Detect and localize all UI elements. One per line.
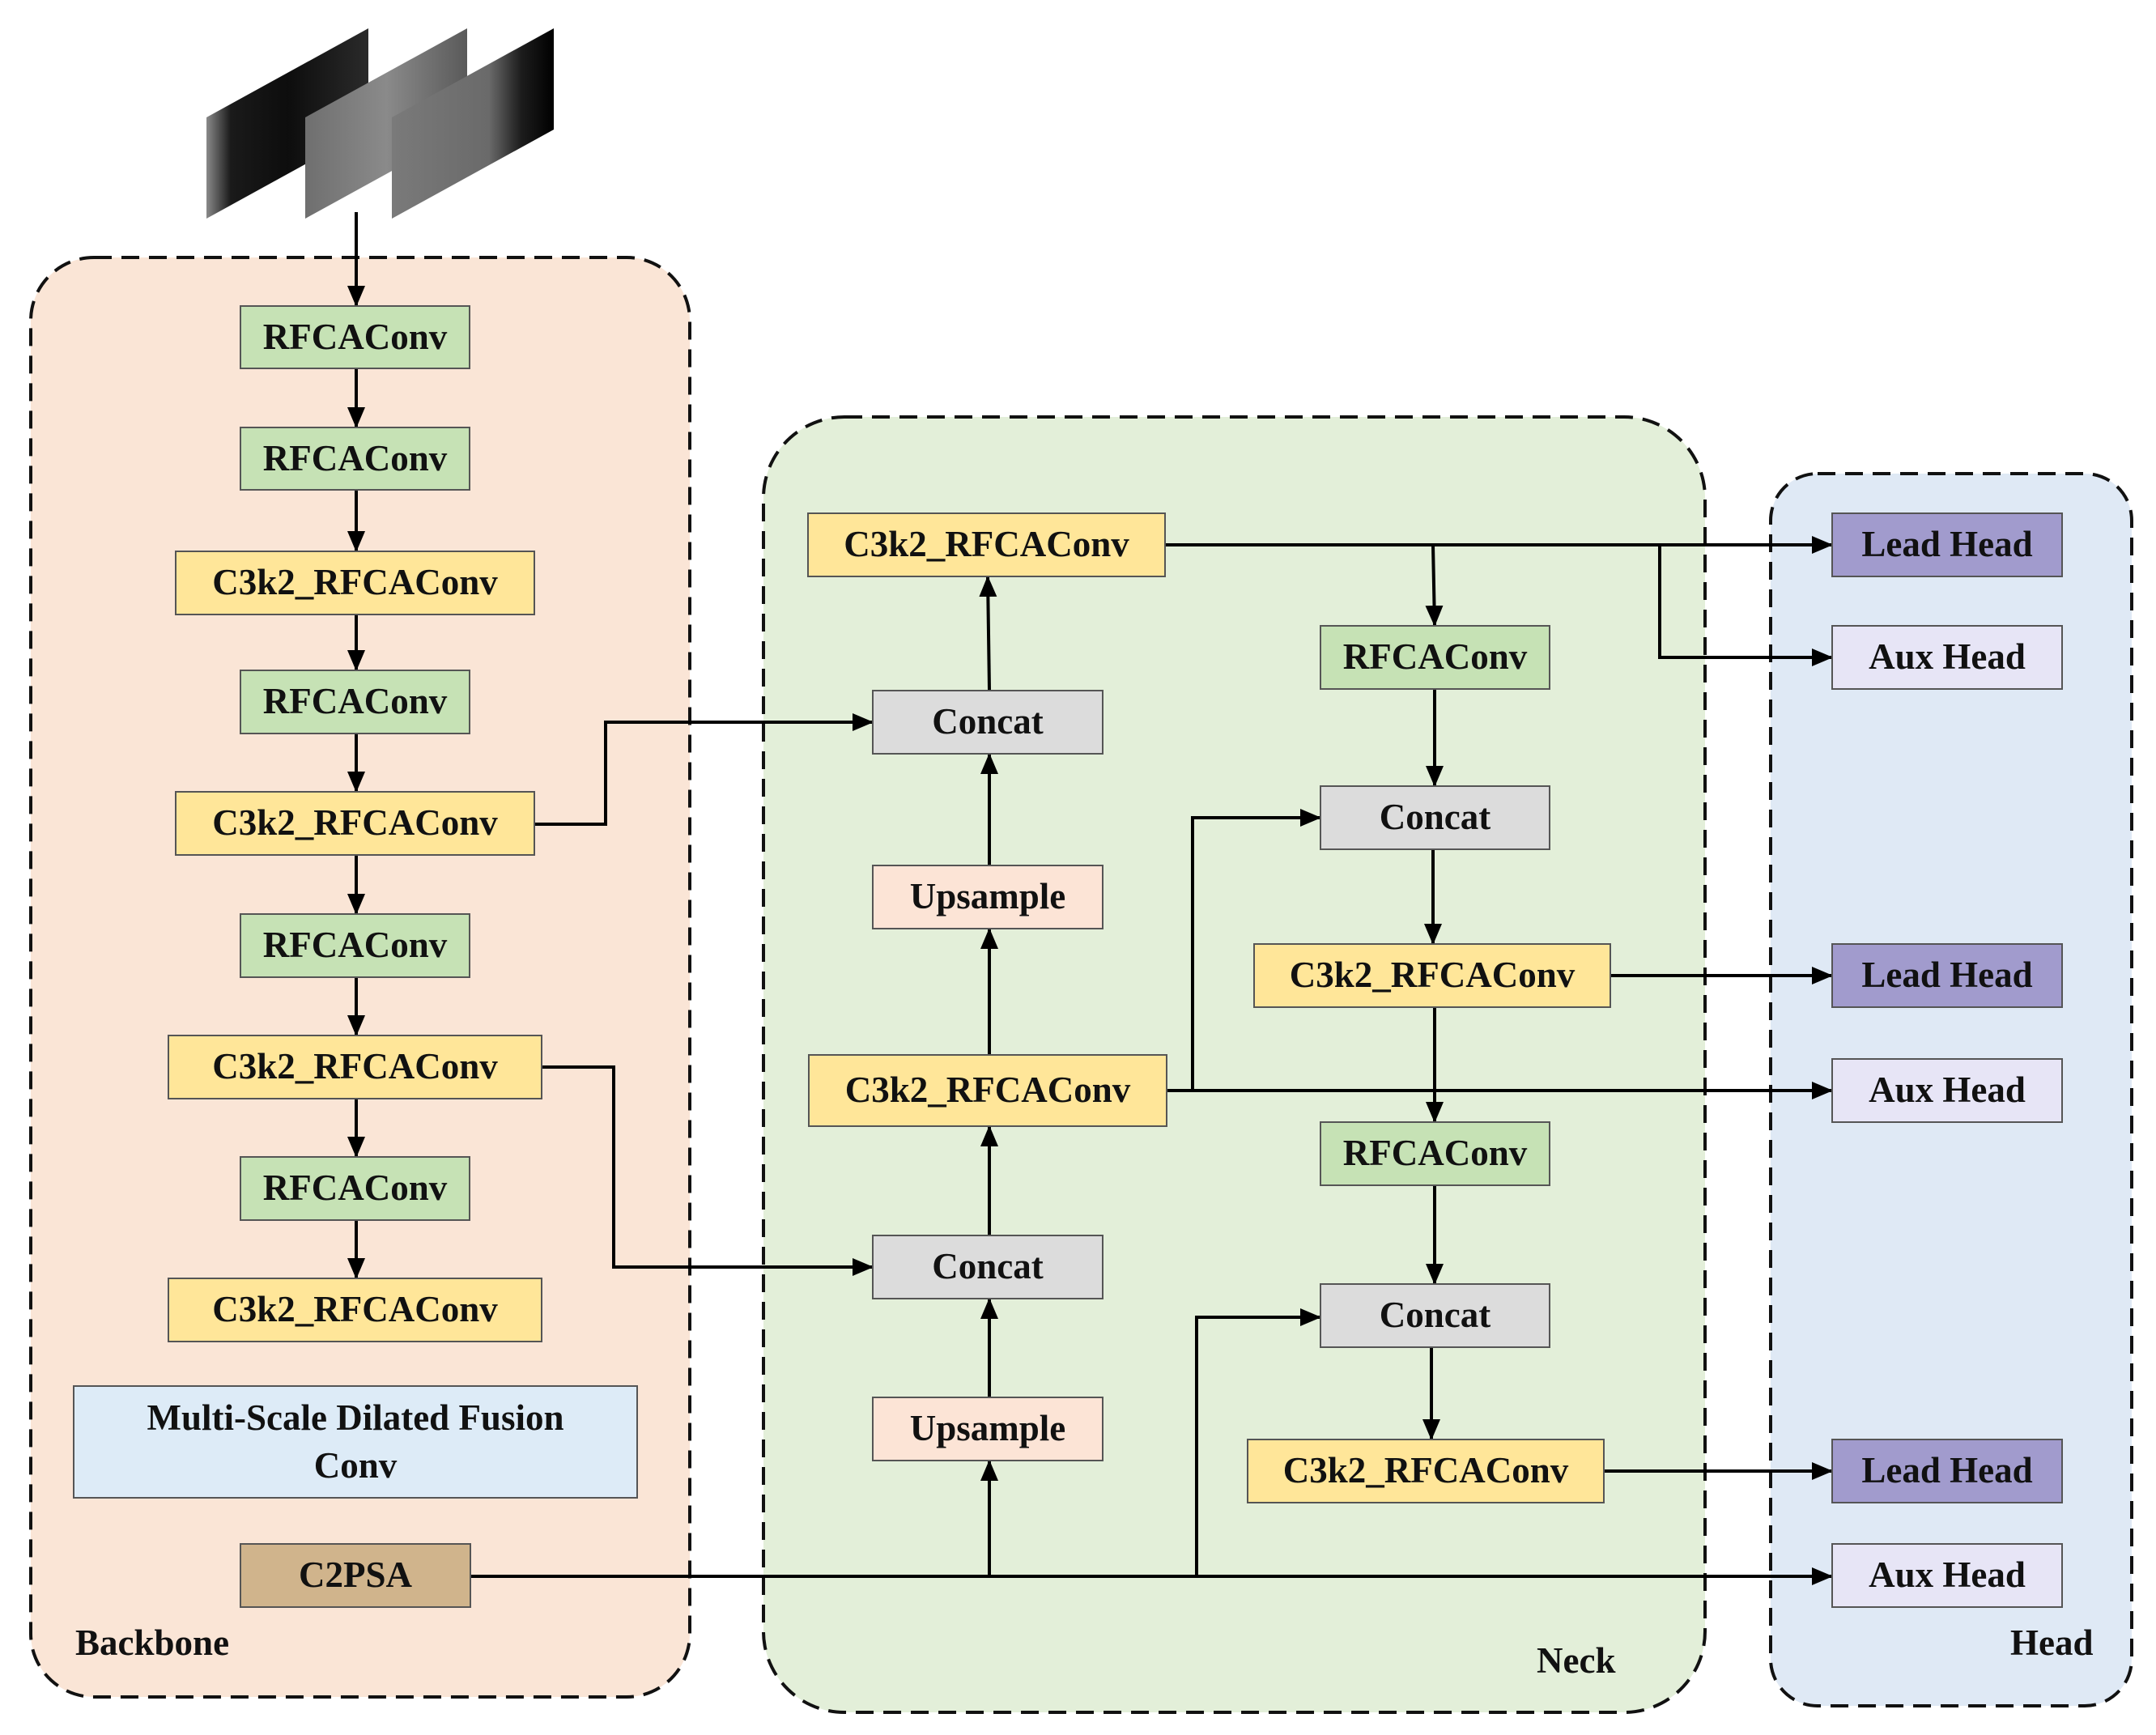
neck-concat-lower: Concat bbox=[872, 1235, 1104, 1299]
neck-c3k2-rfcaconv-top: C3k2_RFCAConv bbox=[807, 512, 1166, 577]
input-image-2 bbox=[305, 28, 467, 219]
backbone-rfcaconv-1: RFCAConv bbox=[240, 305, 470, 369]
wire bbox=[1191, 809, 1321, 1091]
neck-label: Neck bbox=[1537, 1640, 1616, 1681]
lead-head-2: Lead Head bbox=[1831, 943, 2063, 1008]
c2psa-block: C2PSA bbox=[240, 1543, 471, 1608]
neck-rfcaconv-down-2: RFCAConv bbox=[1320, 1121, 1550, 1186]
wire bbox=[534, 713, 874, 826]
lead-head-1: Lead Head bbox=[1831, 512, 2063, 577]
backbone-rfcaconv-2: RFCAConv bbox=[240, 427, 470, 491]
neck-c3k2-rfcaconv-down-2: C3k2_RFCAConv bbox=[1247, 1439, 1605, 1503]
backbone-c3k2-rfcaconv-4: C3k2_RFCAConv bbox=[168, 1278, 542, 1342]
wire bbox=[542, 1065, 874, 1276]
neck-upsample-upper: Upsample bbox=[872, 865, 1104, 929]
aux-head-3: Aux Head bbox=[1831, 1543, 2063, 1608]
input-image-stack bbox=[206, 28, 554, 219]
neck-concat-down-1: Concat bbox=[1320, 785, 1550, 850]
backbone-label: Backbone bbox=[75, 1622, 230, 1663]
lead-head-3: Lead Head bbox=[1831, 1439, 2063, 1503]
neck-concat-down-2: Concat bbox=[1320, 1283, 1550, 1348]
backbone-rfcaconv-4: RFCAConv bbox=[240, 913, 470, 978]
backbone-rfcaconv-3: RFCAConv bbox=[240, 670, 470, 734]
wire bbox=[1658, 545, 1833, 666]
neck-concat-upper: Concat bbox=[872, 690, 1104, 755]
neck-c3k2-rfcaconv-down-1: C3k2_RFCAConv bbox=[1253, 943, 1611, 1008]
wire bbox=[979, 576, 997, 691]
wire bbox=[1425, 544, 1444, 627]
neck-rfcaconv-down-1: RFCAConv bbox=[1320, 625, 1550, 690]
connection-wires bbox=[347, 212, 1833, 1585]
input-image-1 bbox=[206, 28, 368, 219]
backbone-c3k2-rfcaconv-2: C3k2_RFCAConv bbox=[175, 791, 535, 856]
aux-head-1: Aux Head bbox=[1831, 625, 2063, 690]
aux-head-2: Aux Head bbox=[1831, 1058, 2063, 1123]
neck-upsample-lower: Upsample bbox=[872, 1397, 1104, 1461]
backbone-rfcaconv-5: RFCAConv bbox=[240, 1156, 470, 1221]
head-label: Head bbox=[2010, 1622, 2094, 1663]
neck-c3k2-rfcaconv-mid: C3k2_RFCAConv bbox=[808, 1054, 1167, 1127]
multi-scale-dilated-fusion-conv: Multi-Scale Dilated Fusion Conv bbox=[73, 1385, 638, 1499]
backbone-c3k2-rfcaconv-3: C3k2_RFCAConv bbox=[168, 1035, 542, 1099]
wire bbox=[1195, 1308, 1321, 1576]
input-image-3 bbox=[392, 28, 554, 219]
backbone-c3k2-rfcaconv-1: C3k2_RFCAConv bbox=[175, 551, 535, 615]
